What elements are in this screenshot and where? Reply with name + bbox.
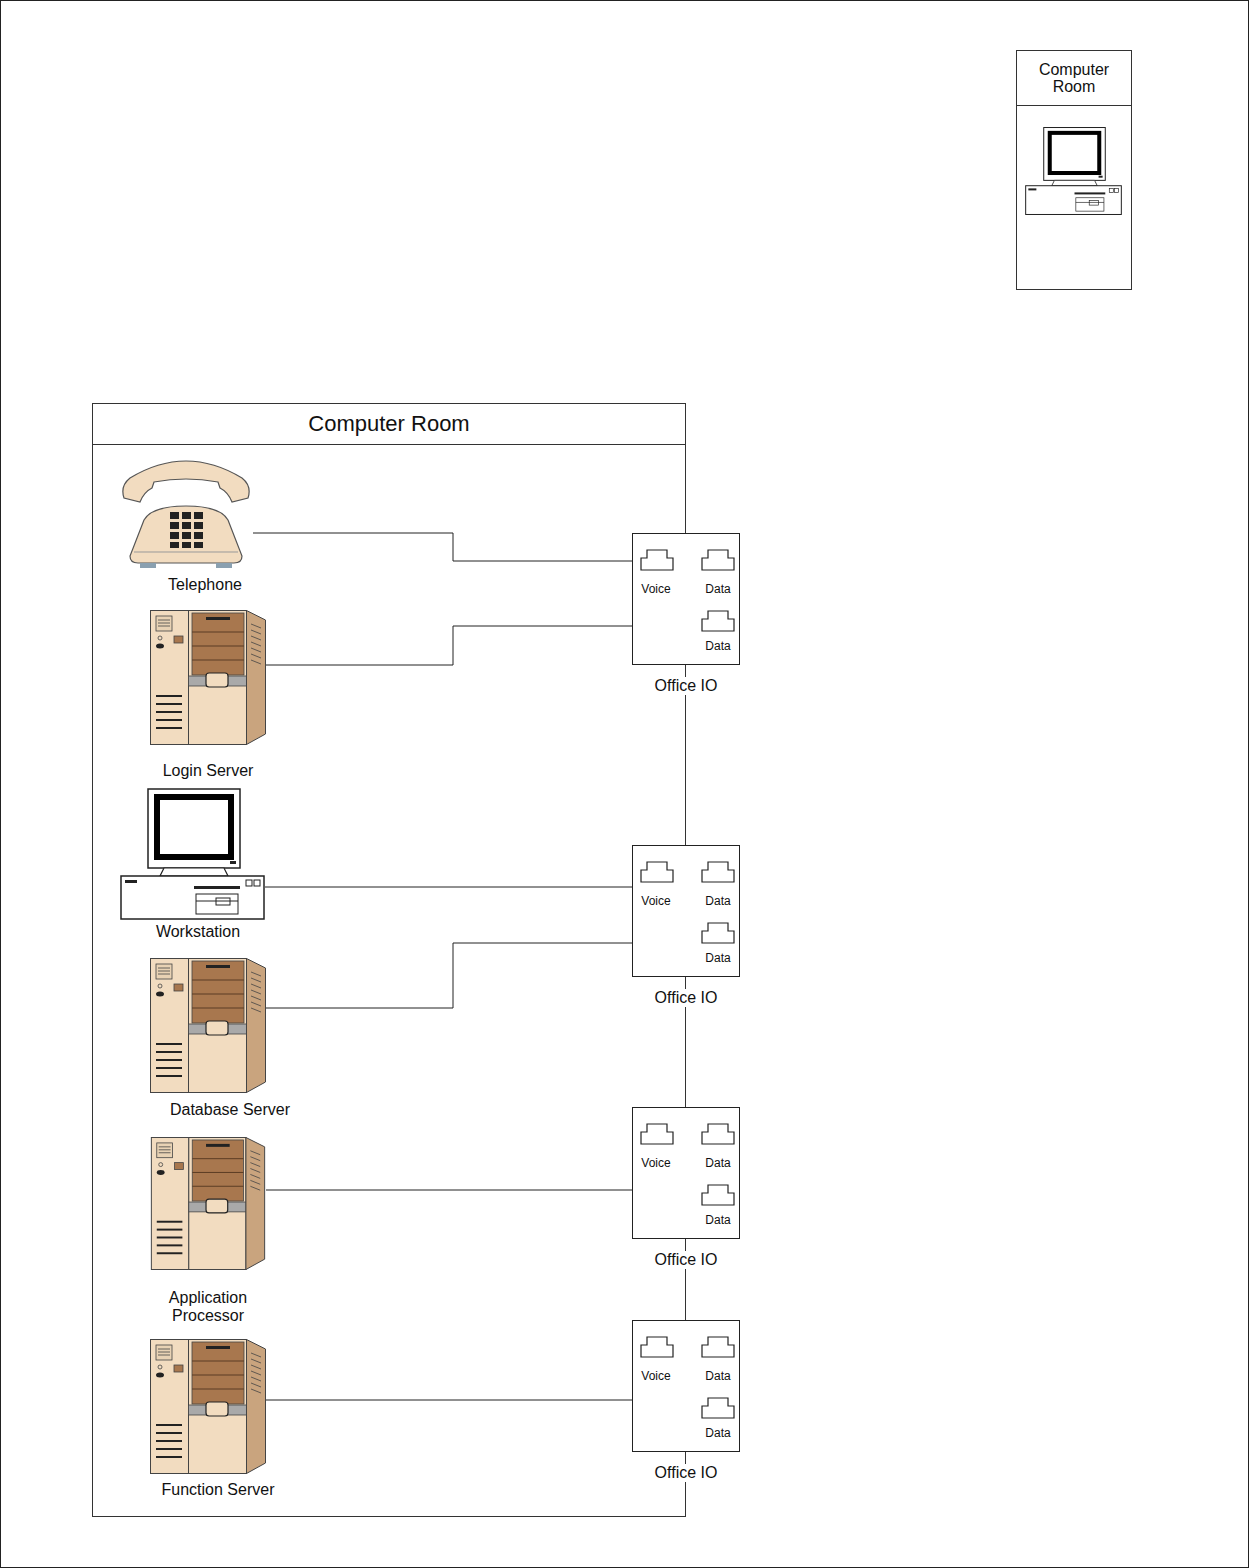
port-label: Data — [692, 1156, 744, 1170]
connector-line — [266, 943, 632, 1008]
port-jack-use — [702, 1185, 734, 1205]
port-jack — [701, 549, 735, 571]
server-device: Login Server — [150, 610, 266, 780]
office-io-label: Office IO — [653, 1464, 720, 1482]
room-box: Computer Room — [1016, 50, 1132, 290]
server-device-icon — [150, 1338, 266, 1475]
workstation-device: Workstation — [120, 788, 276, 941]
device-label: Workstation — [120, 923, 276, 941]
workstation-device-icon — [120, 788, 265, 920]
port-jack-use — [702, 1337, 734, 1357]
server-device-icon-use — [151, 959, 266, 1093]
server-device-icon — [150, 610, 266, 745]
device-label: Telephone — [120, 576, 290, 594]
office-io-box: VoiceDataDataOffice IO — [632, 533, 740, 665]
room-title: Computer Room — [308, 411, 469, 437]
port-jack — [701, 1184, 735, 1206]
port-jack — [701, 1397, 735, 1419]
office-io-label: Office IO — [653, 1251, 720, 1269]
connector-line — [265, 887, 632, 888]
server-device-icon — [150, 958, 266, 1093]
port-label: Data — [692, 1213, 744, 1227]
device-label: Database Server — [150, 1101, 310, 1119]
port-jack — [701, 1123, 735, 1145]
port-jack — [701, 922, 735, 944]
workstation-device-icon-use — [121, 789, 264, 919]
port-label: Voice — [630, 1156, 682, 1170]
server-device-icon — [150, 1137, 266, 1270]
server-device: Application Processor — [150, 1137, 266, 1325]
port-jack-use — [641, 550, 673, 570]
port-jack — [701, 610, 735, 632]
port-label: Voice — [630, 894, 682, 908]
workstation-icon-use — [1026, 128, 1122, 215]
port-label: Voice — [630, 1369, 682, 1383]
device-label: Function Server — [150, 1481, 286, 1499]
telephone-device-icon-use — [123, 461, 249, 568]
connector-line — [266, 1190, 632, 1191]
port-jack — [640, 549, 674, 571]
port-label: Voice — [630, 582, 682, 596]
port-jack-use — [641, 1337, 673, 1357]
office-io-label: Office IO — [653, 989, 720, 1007]
connector-line — [266, 626, 632, 665]
port-jack-use — [702, 611, 734, 631]
port-label: Data — [692, 1426, 744, 1440]
port-jack — [640, 1336, 674, 1358]
port-label: Data — [692, 894, 744, 908]
device-label: Login Server — [150, 762, 266, 780]
port-jack-use — [641, 1124, 673, 1144]
room-header: Computer Room — [1017, 51, 1131, 106]
port-jack-use — [702, 862, 734, 882]
room-title: Computer Room — [1025, 61, 1123, 95]
server-device-icon-use — [151, 1340, 266, 1474]
port-label: Data — [692, 951, 744, 965]
office-io-box: VoiceDataDataOffice IO — [632, 1107, 740, 1239]
server-device-icon-use — [151, 611, 266, 745]
office-io-label: Office IO — [653, 677, 720, 695]
port-label: Data — [692, 582, 744, 596]
telephone-device: Telephone — [120, 458, 290, 594]
server-device-icon-use — [151, 1137, 264, 1269]
room-header: Computer Room — [93, 404, 685, 445]
port-jack — [640, 861, 674, 883]
port-jack — [640, 1123, 674, 1145]
server-device: Function Server — [150, 1338, 286, 1499]
telephone-device-icon — [120, 458, 253, 570]
workstation-icon — [1025, 123, 1122, 219]
server-device: Database Server — [150, 958, 310, 1119]
connector-line — [266, 1400, 632, 1401]
port-jack-use — [702, 923, 734, 943]
port-label: Data — [692, 1369, 744, 1383]
connector-line — [253, 533, 632, 561]
port-jack-use — [702, 1124, 734, 1144]
port-jack — [701, 861, 735, 883]
office-io-box: VoiceDataDataOffice IO — [632, 845, 740, 977]
port-jack-use — [641, 862, 673, 882]
port-jack — [701, 1336, 735, 1358]
device-label: Application Processor — [150, 1289, 266, 1325]
room-box: Computer RoomTelephoneVoiceDataDataOffic… — [92, 403, 686, 1517]
office-io-box: VoiceDataDataOffice IO — [632, 1320, 740, 1452]
port-label: Data — [692, 639, 744, 653]
port-jack-use — [702, 1398, 734, 1418]
port-jack-use — [702, 550, 734, 570]
